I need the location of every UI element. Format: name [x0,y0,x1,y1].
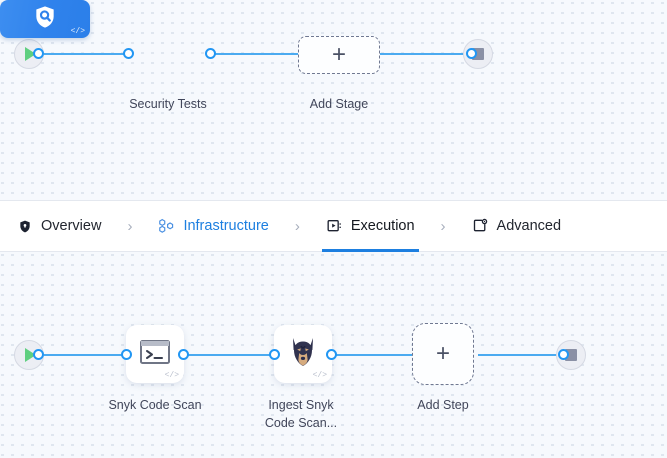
tab-advanced[interactable]: Advanced [468,200,566,252]
plus-icon: + [331,41,346,68]
shield-search-icon [32,4,58,35]
connector-step1-to-step2 [182,354,274,356]
add-step-caption: Add Step [417,398,469,412]
window-gear-icon [472,218,489,235]
stage-caption-security-tests: Security Tests [129,97,207,111]
connector-start-to-step1 [36,354,126,356]
play-icon [25,348,36,362]
port-step2-out[interactable] [326,349,337,360]
step1-code-badge: </> [164,371,179,380]
step-caption-ingest-snyk-code-scan: Ingest Snyk Code Scan... [264,398,338,431]
connector-stage-to-add [210,53,306,55]
tab-advanced-label: Advanced [496,218,562,234]
step-caption-snyk-code-scan: Snyk Code Scan [108,398,202,412]
add-step-button[interactable]: + [412,323,474,385]
step-flow-layer: </> Snyk Code Scan [0,252,667,458]
step-node-snyk-code-scan[interactable]: </> [126,325,184,383]
shield-icon [16,218,33,235]
play-icon [25,47,36,61]
port-stage-in[interactable] [123,48,134,59]
snyk-doberman-icon [288,336,318,373]
tab-infrastructure[interactable]: Infrastructure [154,200,272,252]
port-end-in[interactable] [466,48,477,59]
stage-flow-layer: </> Security Tests + Add Stage [0,0,667,200]
tab-execution[interactable]: Execution [321,200,419,252]
connector-addstep-to-end [478,354,564,356]
port-start-out[interactable] [33,48,44,59]
add-stage-button[interactable]: + [298,36,380,74]
stage-node-security-tests[interactable]: </> [0,0,90,38]
pipeline-tabbar: Overview › Infrastructure › [0,200,667,252]
port-step1-in[interactable] [121,349,132,360]
tab-separator-2: › [294,217,300,235]
tab-separator-3: › [440,217,446,235]
tab-execution-label: Execution [350,218,415,234]
port-step-start-out[interactable] [33,349,44,360]
port-stage-out[interactable] [205,48,216,59]
hexagon-cluster-icon [158,218,175,235]
tab-infrastructure-label: Infrastructure [183,218,269,234]
connector-add-to-end [380,53,472,55]
connector-step2-to-addstep [330,354,416,356]
step2-code-badge: </> [312,371,327,380]
port-step-end-in[interactable] [558,349,569,360]
tab-separator-1: › [127,217,133,235]
port-step2-in[interactable] [269,349,280,360]
stage-code-badge: </> [70,27,85,36]
terminal-icon [139,338,171,371]
stage-canvas[interactable]: </> Security Tests + Add Stage [0,0,667,200]
step-start-node[interactable] [14,340,44,370]
step-node-ingest-snyk-code-scan[interactable]: </> [274,325,332,383]
play-screen-icon [326,218,343,235]
port-step1-out[interactable] [178,349,189,360]
tab-overview[interactable]: Overview [12,200,105,252]
plus-icon: + [435,340,450,367]
add-stage-caption: Add Stage [309,97,369,111]
tab-overview-label: Overview [41,218,102,234]
connector-start-to-stage [36,53,128,55]
step-canvas[interactable]: </> Snyk Code Scan [0,252,667,458]
